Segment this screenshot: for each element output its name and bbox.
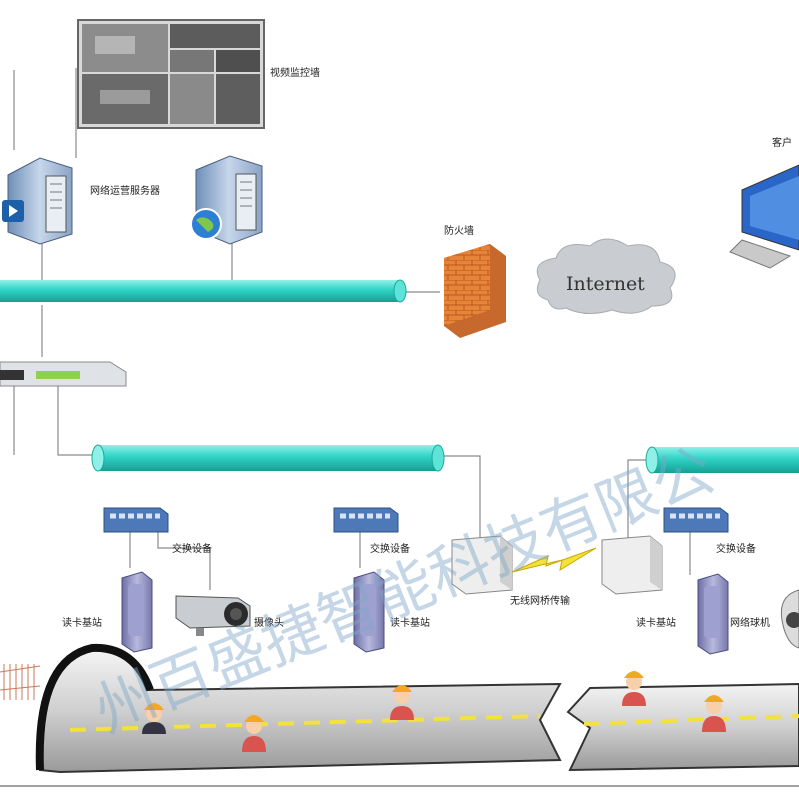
reader-mid-label: 读卡基站 [390,616,430,629]
network-server-label: 网络运营服务器 [90,184,160,197]
switch-left [103,507,169,533]
bridge-left [451,535,513,595]
wireless-bridge-label: 无线网桥传输 [510,594,570,607]
worker [702,695,726,732]
reader-mid [353,571,385,653]
worker [242,715,266,752]
switch-mid [333,507,399,533]
internet-cloud [536,238,676,314]
client-label: 客户 [772,136,792,149]
core-switch [0,361,127,387]
reader-left-label: 读卡基站 [62,616,102,629]
camera-label: 摄像头 [254,616,284,629]
worker [622,671,646,706]
firewall-label: 防火墙 [444,224,474,237]
switch-left-label: 交换设备 [172,542,212,555]
dome-camera-label: 网络球机 [730,616,770,629]
connection-lines [13,68,691,590]
tunnel-right [566,682,799,772]
right-segment-pipe [645,446,799,474]
switch-right [663,507,729,533]
switch-right-label: 交换设备 [716,542,756,555]
web-server [190,155,263,245]
backbone-pipe [0,279,407,303]
network-server [2,157,73,245]
switch-mid-label: 交换设备 [370,542,410,555]
worker [142,703,166,734]
reader-left [121,571,153,653]
worker [390,685,414,720]
internet-label: Internet [566,273,645,295]
reader-right-label: 读卡基站 [636,616,676,629]
reader-right [697,573,729,655]
video-wall [77,19,265,129]
firewall [444,244,506,338]
fence [0,664,41,700]
wireless-signal-icon [511,547,597,573]
left-segment-pipe [91,444,445,472]
camera [175,595,251,636]
video-wall-label: 视频监控墙 [270,66,320,79]
client-computer [729,164,799,269]
bridge-right [601,535,663,595]
dome-camera [780,589,799,649]
